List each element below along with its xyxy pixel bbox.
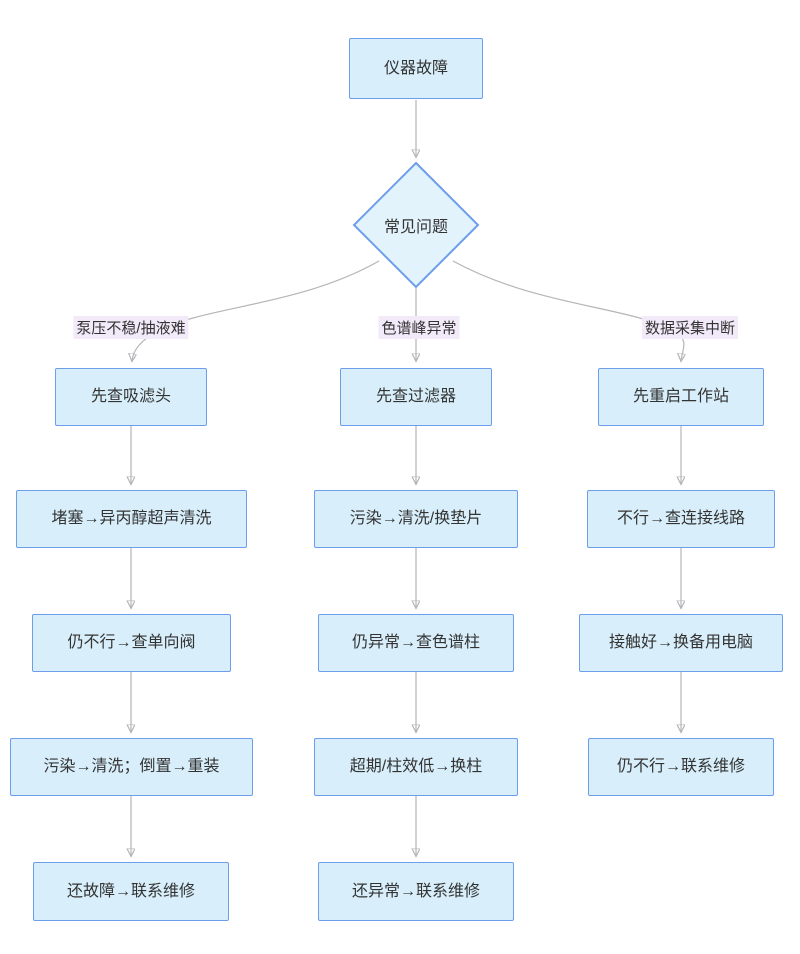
node-branch3-step1: 先重启工作站 (598, 368, 764, 426)
node-decision-label: 常见问题 (383, 219, 449, 236)
decision-diamond-shape (352, 161, 480, 289)
edge-label-branch1: 泵压不稳/抽液难 (73, 316, 189, 339)
node-branch1-step3: 仍不行→查单向阀 (32, 614, 231, 672)
node-branch2-step2: 污染→清洗/换垫片 (314, 490, 518, 548)
node-branch2-step1: 先查过滤器 (340, 368, 492, 426)
edge-label-branch2: 色谱峰异常 (378, 316, 460, 339)
node-branch1-step1: 先查吸滤头 (55, 368, 207, 426)
node-branch1-step2: 堵塞→异丙醇超声清洗 (16, 490, 247, 548)
node-root: 仪器故障 (349, 38, 483, 99)
node-branch1-step5: 还故障→联系维修 (33, 862, 229, 921)
node-branch2-step5: 还异常→联系维修 (318, 862, 514, 921)
node-branch2-step3: 仍异常→查色谱柱 (318, 614, 514, 672)
edge-decision-branch1 (132, 260, 380, 361)
node-branch3-step2: 不行→查连接线路 (587, 490, 775, 548)
edge-label-branch3: 数据采集中断 (641, 316, 739, 339)
node-branch3-step4: 仍不行→联系维修 (588, 738, 774, 796)
node-branch1-step4: 污染→清洗；倒置→重装 (10, 738, 253, 796)
edge-decision-branch3 (452, 260, 684, 361)
node-branch2-step4: 超期/柱效低→换柱 (314, 738, 518, 796)
node-branch3-step3: 接触好→换备用电脑 (579, 614, 783, 672)
node-decision (352, 161, 480, 294)
